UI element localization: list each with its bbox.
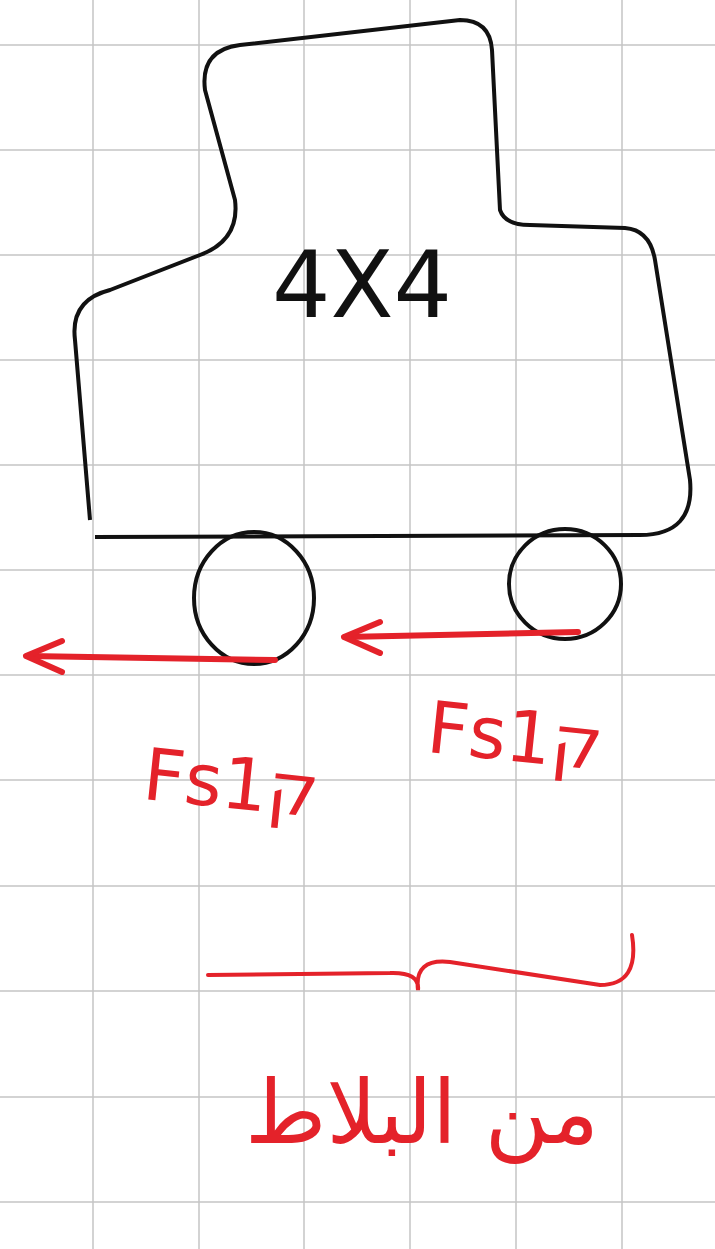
brace-squiggle — [208, 935, 633, 990]
car-body: 4X4 — [70, 15, 690, 540]
force-arrows — [26, 622, 578, 672]
force-label: Fs1ק — [424, 688, 607, 785]
car-label: 4X4 — [272, 240, 452, 332]
wheels — [194, 529, 621, 664]
force-label: Fs1ק — [140, 735, 323, 832]
source-note: من البلاط — [245, 1065, 599, 1162]
